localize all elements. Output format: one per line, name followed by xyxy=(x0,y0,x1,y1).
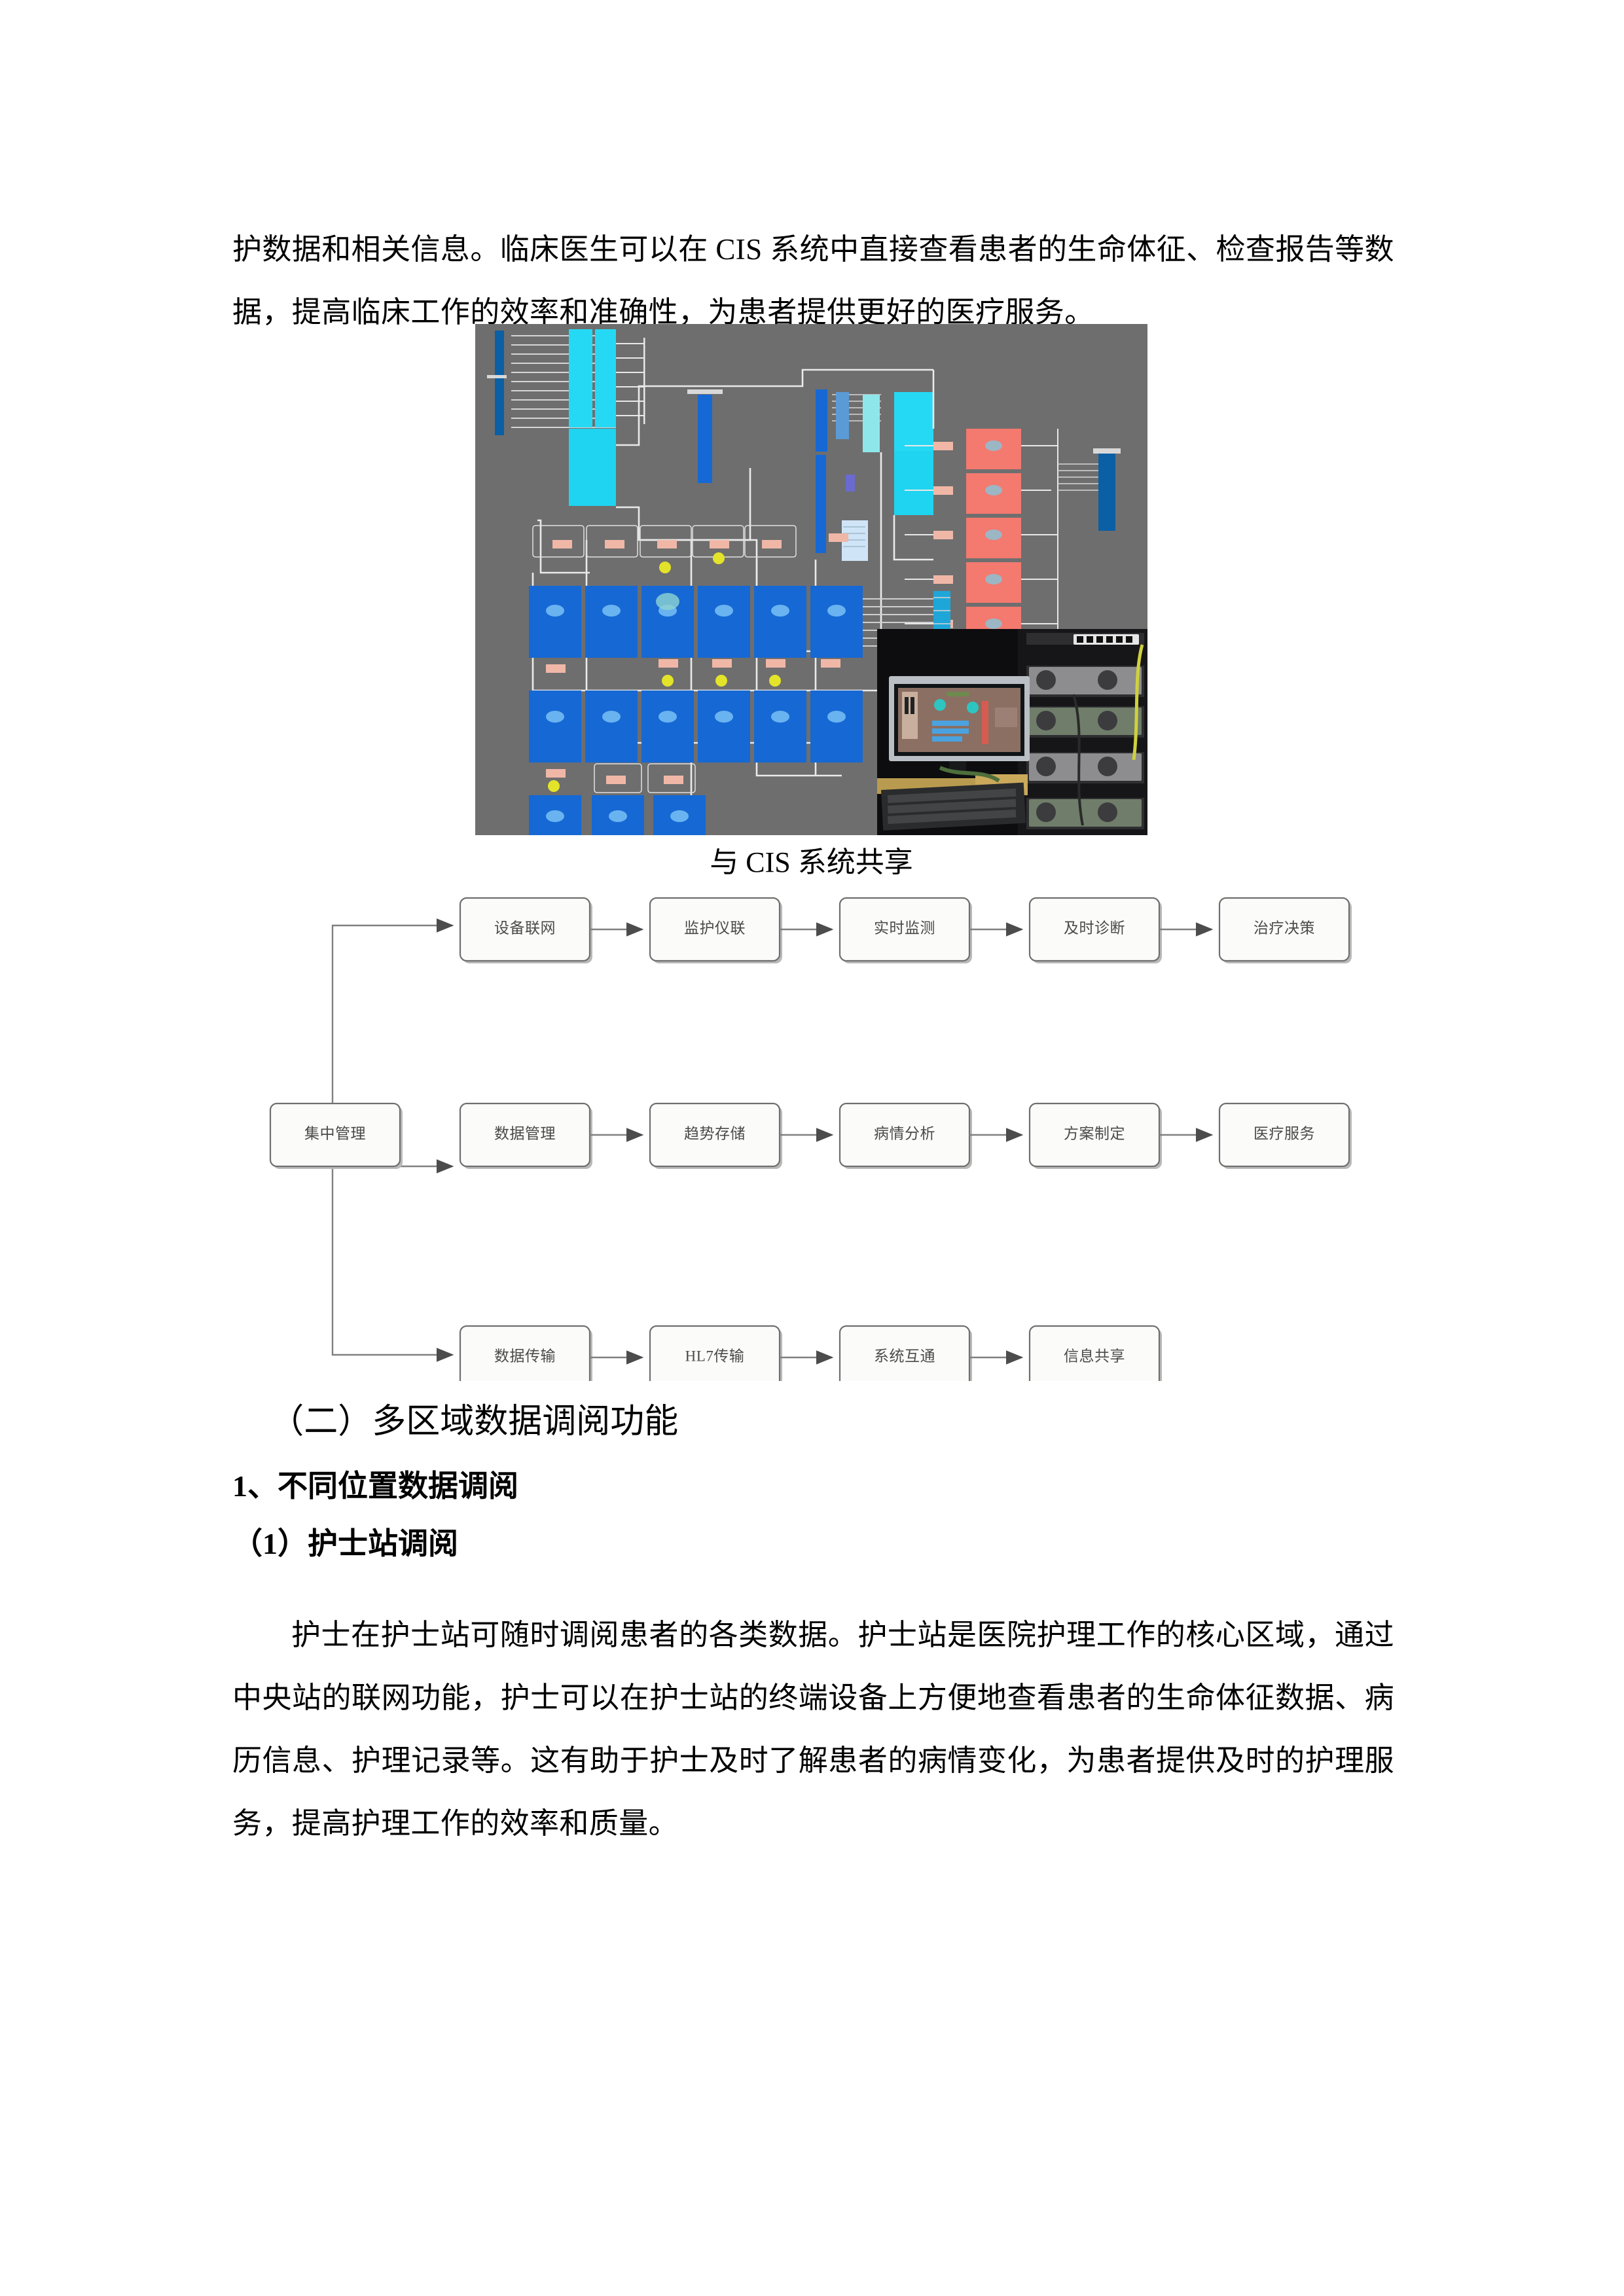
flow-node-label: 治疗决策 xyxy=(1254,920,1315,936)
flow-node-label: 监护仪联 xyxy=(684,920,746,936)
flow-node-label: 趋势存储 xyxy=(684,1125,746,1141)
flowchart-centralized-management: 设备联网 监护仪联 实时监测 及时诊断 治疗决策 xyxy=(232,897,1394,1381)
flow-node-label: 数据传输 xyxy=(494,1348,556,1364)
flow-node-label: 信息共享 xyxy=(1064,1348,1125,1364)
paragraph-intro: 护数据和相关信息。临床医生可以在 CIS 系统中直接查看患者的生命体征、检查报告… xyxy=(232,233,1394,329)
flow-node-label: 病情分析 xyxy=(874,1125,935,1141)
flow-node-label: 及时诊断 xyxy=(1064,920,1125,936)
subsection-heading: 1、不同位置数据调阅 xyxy=(232,1469,518,1503)
flow-node-label: HL7传输 xyxy=(685,1348,745,1364)
server-room-photo xyxy=(877,629,1147,835)
flow-node-label: 医疗服务 xyxy=(1254,1125,1315,1141)
item-heading: （1）护士站调阅 xyxy=(232,1527,458,1560)
flow-node-label: 数据管理 xyxy=(494,1125,556,1141)
flow-node-label: 实时监测 xyxy=(874,920,935,936)
flow-node-label-root: 集中管理 xyxy=(304,1125,366,1141)
figure-caption: 与 CIS 系统共享 xyxy=(710,846,913,878)
flow-node-label: 设备联网 xyxy=(494,920,556,936)
figure-cis-sharing xyxy=(475,324,1147,835)
flow-node-label: 系统互通 xyxy=(874,1348,935,1364)
paragraph-nurse-station: 护士在护士站可随时调阅患者的各类数据。护士站是医院护理工作的核心区域，通过中央站… xyxy=(232,1619,1394,1840)
section-heading: （二）多区域数据调阅功能 xyxy=(270,1403,679,1441)
flow-node-label: 方案制定 xyxy=(1064,1125,1125,1141)
